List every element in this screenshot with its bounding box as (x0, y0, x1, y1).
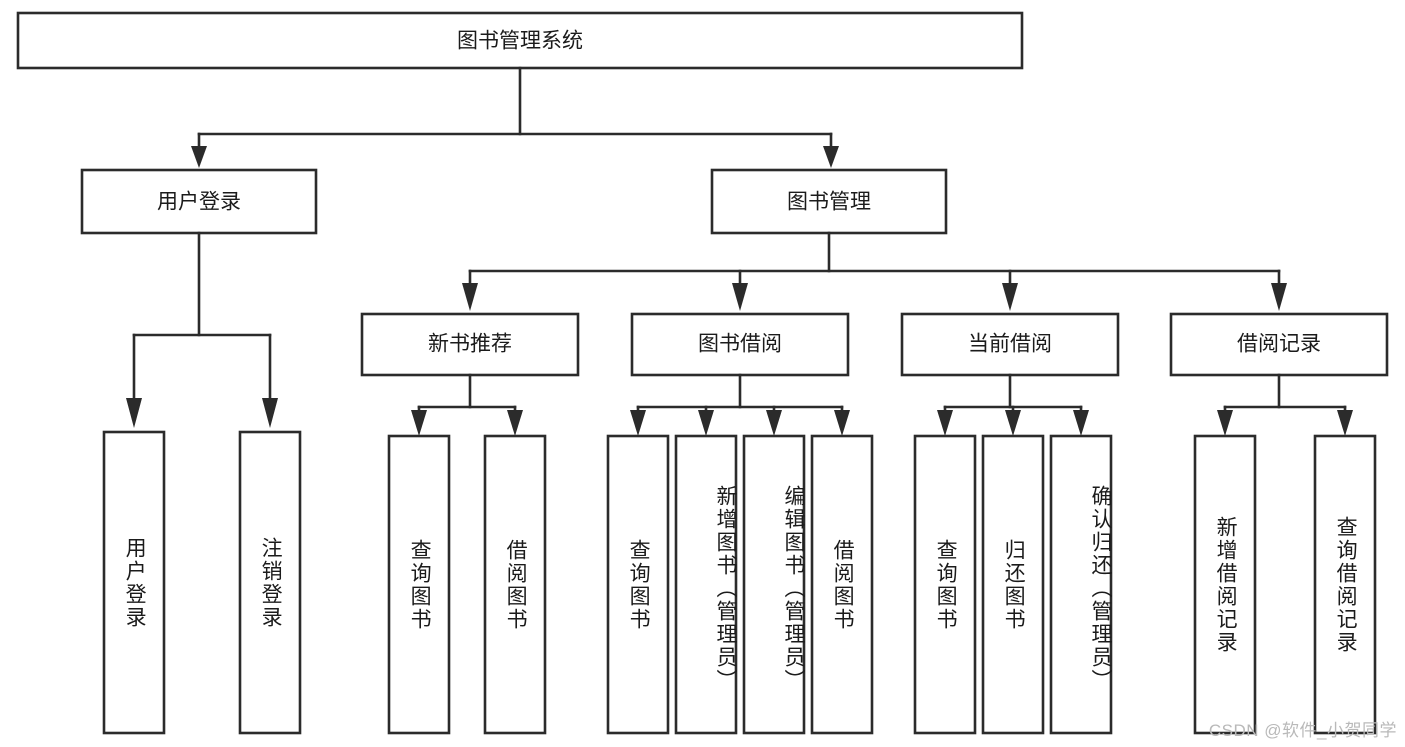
arrowhead-root-to-book-manage (823, 146, 839, 168)
csdn-watermark: CSDN @软件_小贺同学 (1208, 721, 1397, 740)
arrowhead-br-leaf-1 (1217, 410, 1233, 436)
leaf-current-borrow-2[interactable] (1049, 434, 1113, 735)
leaf-current-borrow-1[interactable] (981, 434, 1045, 735)
arrowhead-bm-to-borrow-record (1271, 283, 1287, 311)
node-root-system-label: 图书管理系统 (457, 30, 583, 53)
arrowhead-user-login-leaf-2 (262, 398, 278, 428)
leaf-borrow-record-1[interactable] (1313, 434, 1377, 735)
node-book-borrow-label: 图书借阅 (698, 333, 782, 356)
leaf-book-borrow-2[interactable] (742, 434, 806, 735)
arrowhead-br-leaf-2 (1337, 410, 1353, 436)
leaf-user-login-0[interactable] (102, 430, 166, 735)
arrowhead-cb-leaf-3 (1073, 410, 1089, 436)
arrowhead-bb-leaf-3 (766, 410, 782, 436)
arrowhead-nbr-leaf-2 (507, 410, 523, 436)
leaf-book-borrow-3[interactable] (810, 434, 874, 735)
node-book-manage-label: 图书管理 (787, 191, 871, 214)
node-current-borrow[interactable] (900, 312, 1120, 377)
arrowhead-cb-leaf-2 (1005, 410, 1021, 436)
arrowhead-nbr-leaf-1 (411, 410, 427, 436)
leaf-new-book-recommend-0[interactable] (387, 434, 451, 735)
leaf-borrow-record-0[interactable] (1193, 434, 1257, 735)
node-book-borrow[interactable] (630, 312, 850, 377)
leaf-current-borrow-0[interactable] (913, 434, 977, 735)
arrowhead-cb-leaf-1 (937, 410, 953, 436)
node-current-borrow-label: 当前借阅 (968, 333, 1052, 356)
node-user-login-label: 用户登录 (157, 191, 241, 214)
arrowhead-bm-to-new-book (462, 283, 478, 311)
node-borrow-record-label: 借阅记录 (1237, 333, 1321, 356)
leaf-book-borrow-0[interactable] (606, 434, 670, 735)
node-borrow-record[interactable] (1169, 312, 1389, 377)
leaf-new-book-recommend-1[interactable] (483, 434, 547, 735)
arrowhead-bb-leaf-1 (630, 410, 646, 436)
arrowhead-bb-leaf-4 (834, 410, 850, 436)
leaf-user-login-1[interactable] (238, 430, 302, 735)
arrowhead-user-login-leaf-1 (126, 398, 142, 428)
arrowhead-bm-to-book-borrow (732, 283, 748, 311)
node-new-book-recommend-label: 新书推荐 (428, 333, 512, 356)
arrowhead-root-to-user-login (191, 146, 207, 168)
arrowhead-bb-leaf-2 (698, 410, 714, 436)
node-book-manage[interactable] (710, 168, 948, 235)
leaf-book-borrow-1[interactable] (674, 434, 738, 735)
node-new-book-recommend[interactable] (360, 312, 580, 377)
arrowhead-bm-to-current-borrow (1002, 283, 1018, 311)
node-root-system[interactable] (16, 11, 1024, 70)
